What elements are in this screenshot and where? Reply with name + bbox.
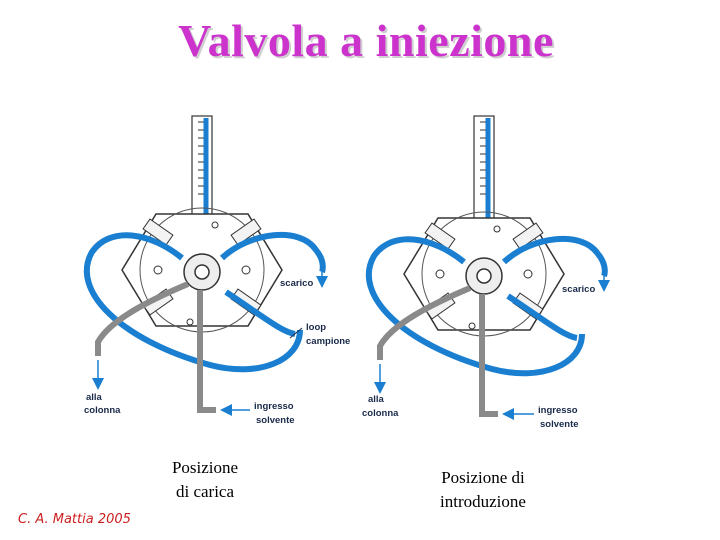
caption-line: introduzione [440,492,526,511]
valve-load-position: scarico loop campione alla colonna ingre… [83,115,350,426]
caption-line: Posizione [171,458,239,477]
valve-inject-position: scarico alla colonna ingresso solvente [362,115,610,430]
label-ingresso: ingresso [538,405,578,416]
label-scarico: scarico [562,284,595,295]
solvent-tube [197,290,216,413]
label-loop: loop [306,322,326,333]
label-colonna: colonna [84,405,121,416]
label-ingresso: ingresso [254,401,294,412]
caption-inject-position: Posizione di introduzione [418,466,548,514]
author-credit: C. A. Mattia 2005 [18,512,131,527]
solvent-tube [479,294,498,417]
label-alla: alla [86,392,103,403]
label-solvente: solvente [256,415,295,426]
sample-loop [83,232,303,373]
column-tube [377,285,472,360]
caption-line: di carica [175,482,235,501]
sample-loop [365,236,585,377]
label-campione: campione [306,336,350,347]
caption-load-position: Posizione di carica [150,456,260,504]
label-alla: alla [368,394,385,405]
caption-line: Posizione di [441,468,525,487]
label-colonna: colonna [362,408,399,419]
label-scarico: scarico [280,278,313,289]
column-tube [95,281,190,356]
label-solvente: solvente [540,419,579,430]
slide-title: Valvola a iniezione [178,15,554,66]
